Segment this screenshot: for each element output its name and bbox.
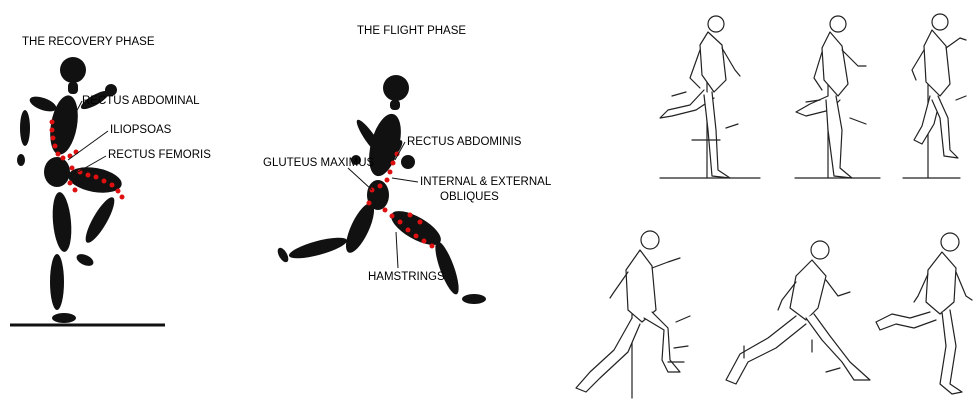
label-rectus-abdominal: RECTUS ABDOMINAL bbox=[82, 95, 200, 107]
leader-hamstrings bbox=[396, 232, 398, 268]
leader-obliques bbox=[392, 178, 418, 182]
neck bbox=[68, 82, 78, 94]
head bbox=[383, 75, 409, 101]
support-thigh bbox=[50, 191, 73, 252]
front-foot bbox=[75, 252, 96, 269]
support-foot bbox=[52, 313, 76, 323]
front-hand bbox=[401, 155, 415, 169]
sketch-runner-5 bbox=[726, 241, 870, 384]
label-iliopsoas: ILIOPSOAS bbox=[110, 124, 172, 136]
leader-gluteus-maximus bbox=[348, 168, 372, 190]
front-foot bbox=[462, 294, 486, 304]
front-shin bbox=[81, 194, 119, 246]
sketch-runner-2 bbox=[795, 16, 880, 178]
sketch-runner-1 bbox=[660, 16, 760, 178]
label-rectus-femoris: RECTUS FEMORIS bbox=[108, 149, 211, 161]
sketch-runner-3 bbox=[903, 14, 966, 178]
neck bbox=[390, 100, 400, 110]
recovery-phase-title: THE RECOVERY PHASE bbox=[22, 36, 155, 48]
front-shin bbox=[431, 239, 463, 296]
pelvis bbox=[44, 157, 70, 187]
support-shin bbox=[50, 254, 64, 310]
sketch-runners-bottom bbox=[576, 231, 972, 398]
upper-arm bbox=[28, 94, 58, 115]
label-obliques-line1: INTERNAL & EXTERNAL bbox=[420, 176, 552, 188]
sketch-runner-4 bbox=[576, 231, 690, 398]
back-foot bbox=[276, 246, 291, 264]
flight-phase-title: THE FLIGHT PHASE bbox=[357, 25, 466, 37]
label-gluteus-maximus: GLUTEUS MAXIMUS bbox=[263, 157, 375, 169]
back-thigh bbox=[340, 200, 379, 257]
back-shin bbox=[287, 233, 349, 262]
forearm-back bbox=[20, 110, 30, 146]
head bbox=[60, 57, 86, 83]
sketch-runners-top bbox=[660, 14, 966, 178]
label-hamstrings: HAMSTRINGS bbox=[368, 271, 445, 283]
label-rectus-abdominis: RECTUS ABDOMINIS bbox=[407, 136, 522, 148]
label-obliques-line2: OBLIQUES bbox=[440, 191, 499, 203]
sketch-runner-6 bbox=[876, 233, 972, 394]
hand-back bbox=[17, 154, 25, 166]
recovery-phase-figure: THE RECOVERY PHASE bbox=[10, 36, 211, 325]
flight-phase-figure: THE FLIGHT PHASE bbox=[263, 25, 552, 304]
